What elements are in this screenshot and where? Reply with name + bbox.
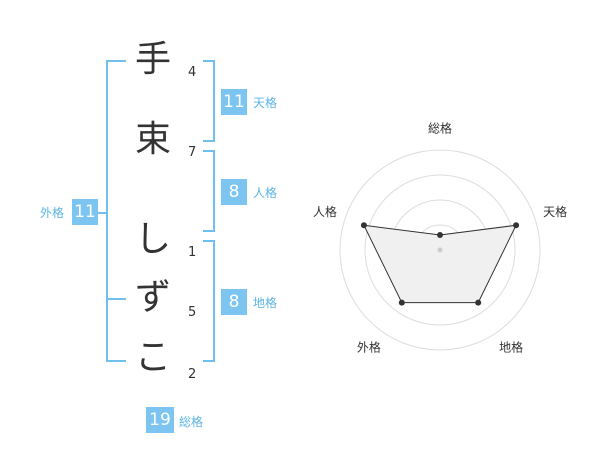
- radar-point-5: [360, 222, 367, 229]
- char-5: こ: [134, 337, 171, 378]
- radar-ring-3: [364, 174, 516, 326]
- radar-axis-label-5: 人格: [313, 204, 337, 219]
- chikaku-label: 地格: [253, 296, 278, 310]
- soukaku-label: 総格: [179, 415, 204, 429]
- radar-point-1: [437, 232, 443, 238]
- stroke-count-2: 7: [188, 145, 197, 160]
- jinkaku-value: 8: [221, 179, 247, 205]
- char-2: 束: [134, 119, 171, 160]
- gaikaku-label: 外格: [40, 206, 65, 220]
- chikaku-bracket: [203, 240, 215, 362]
- stroke-count-5: 2: [188, 367, 197, 382]
- jinkaku-bracket: [203, 150, 215, 232]
- gaikaku-value: 11: [72, 199, 98, 225]
- radar-center: [437, 247, 443, 253]
- char-4: ず: [134, 277, 171, 318]
- gaikaku-bracket-bottom: [106, 298, 126, 362]
- char-1: 手: [134, 39, 171, 80]
- tenkaku-label: 天格: [253, 96, 278, 110]
- char-3: し: [134, 219, 171, 260]
- radar-point-4: [398, 299, 405, 306]
- tenkaku-bracket: [203, 60, 215, 142]
- stroke-count-1: 4: [188, 65, 197, 80]
- radar-point-3: [475, 299, 482, 306]
- chikaku-value: 8: [221, 289, 247, 315]
- gaikaku-bracket-tick: [98, 212, 106, 214]
- stroke-count-4: 5: [188, 305, 197, 320]
- radar-ring-4: [339, 149, 541, 351]
- tenkaku-value: 11: [221, 89, 247, 115]
- radar-axis-label-4: 外格: [357, 339, 381, 354]
- radar-axis-label-2: 天格: [543, 204, 567, 219]
- jinkaku-label: 人格: [253, 186, 278, 200]
- radar-axis-label-3: 地格: [499, 339, 523, 354]
- soukaku-value: 19: [146, 407, 174, 433]
- radar-axis-label-1: 総格: [428, 121, 452, 136]
- stroke-count-3: 1: [188, 245, 197, 260]
- gaikaku-bracket-top: [106, 60, 126, 300]
- radar-polygon: [363, 224, 517, 304]
- radar-point-2: [513, 222, 520, 229]
